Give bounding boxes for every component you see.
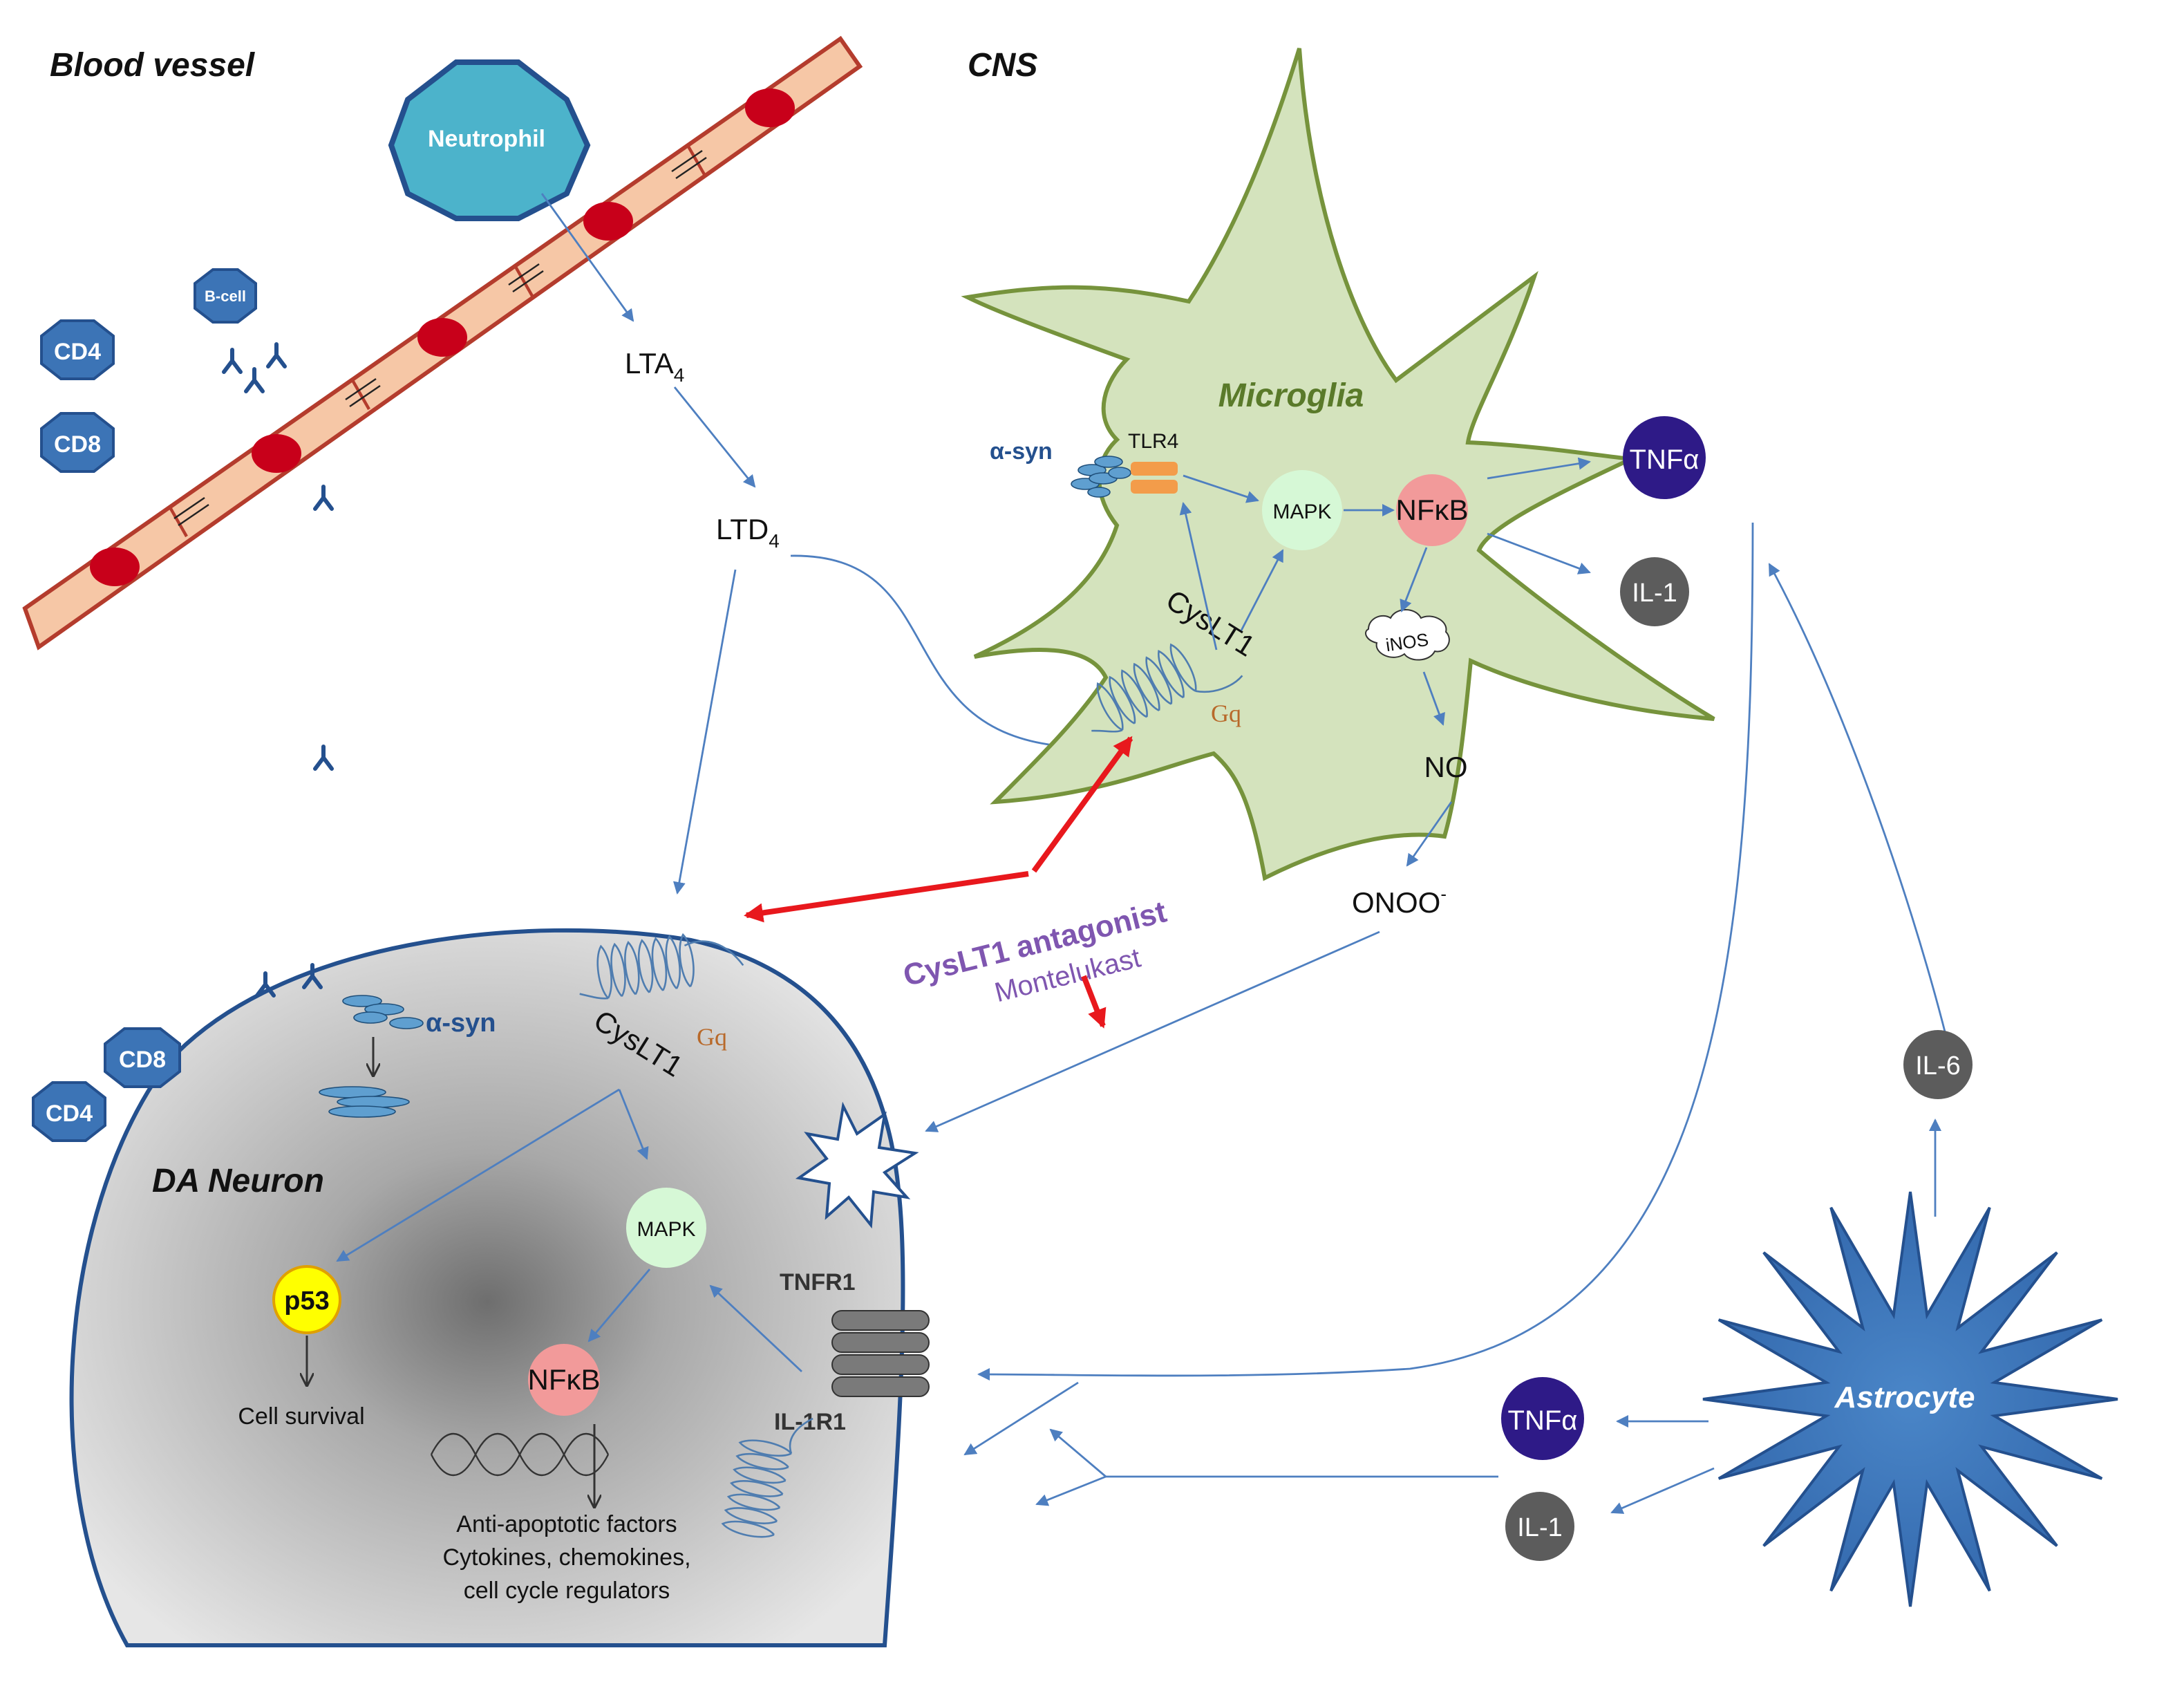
inhibition-arrow-microglia <box>1031 736 1133 873</box>
gq-label-neuron: Gq <box>697 1023 727 1051</box>
da-neuron-cell: DA Neuron <box>69 928 905 1647</box>
mapk-node-microglia: MAPK <box>1262 470 1342 550</box>
arrow-receptors-mapk <box>709 1284 802 1373</box>
nfkb-node-neuron: NFκB <box>528 1344 601 1416</box>
arrow-mapk-nfkb-neuron <box>587 1269 651 1342</box>
arrow-tlr4-mapk <box>1183 474 1259 503</box>
arrow-ltd4-microglia <box>790 554 1069 752</box>
onoo-label: ONOO- <box>1352 883 1447 919</box>
arrow-branch-a <box>1049 1428 1107 1478</box>
il1r1-receptor <box>720 1417 813 1542</box>
inhibition-arrow-down <box>1081 975 1107 1029</box>
alpha-syn-aggregate-icon-neuron <box>319 995 424 1118</box>
arrow-cyslt1-p53 <box>336 1088 620 1262</box>
arrow-cyslt1-mapk <box>1240 549 1284 631</box>
dna-icon <box>430 1433 610 1476</box>
arrow-astrocyte-il1 <box>1610 1467 1715 1514</box>
il1-node-microglia: IL-1 <box>1620 557 1689 626</box>
outcome-line-1: Anti-apoptotic factors <box>456 1511 677 1537</box>
tlr4-label: TLR4 <box>1128 430 1178 453</box>
outcome-line-2: Cytokines, chemokines, <box>442 1544 690 1571</box>
oxidative-damage-icon <box>795 1101 919 1229</box>
ltd4-label: LTD4 <box>716 513 780 552</box>
cd4-label: CD4 <box>54 339 101 365</box>
cd8-label: CD8 <box>54 431 101 458</box>
blood-vessel <box>22 35 863 651</box>
b-cell-label: B-cell <box>205 288 246 305</box>
tnfa-node-astrocyte: TNFα <box>1501 1377 1584 1460</box>
neutrophil-label: Neutrophil <box>428 126 545 152</box>
arrow-microglia-cytokines-to-neuron <box>977 522 1754 1381</box>
cd8-label-neuron: CD8 <box>119 1047 166 1073</box>
il1-label-astrocyte: IL-1 <box>1517 1513 1562 1542</box>
red-blood-cells <box>90 88 795 586</box>
tnfa-node-microglia: TNFα <box>1623 416 1706 499</box>
cd8-cell-blood: CD8 <box>40 412 115 473</box>
mapk-label-neuron: MAPK <box>637 1218 695 1241</box>
b-cell: B-cell <box>194 268 257 324</box>
nfkb-label-microglia: NFκB <box>1396 494 1469 526</box>
arrow-il6-to-microglia <box>1768 563 1948 1038</box>
il1-label-microglia: IL-1 <box>1632 579 1677 608</box>
tlr4-receptor <box>1131 462 1178 494</box>
arrow-cyslt1-mapk-neuron <box>618 1089 649 1160</box>
astrocyte-label: Astrocyte <box>1834 1381 1975 1414</box>
p53-node: p53 <box>272 1265 341 1334</box>
arrow-onoo-neuron <box>925 930 1380 1132</box>
cd4-label-neuron: CD4 <box>46 1101 93 1127</box>
alpha-syn-aggregate-icon <box>1071 456 1131 498</box>
il1r1-label: IL-1R1 <box>774 1409 846 1435</box>
outcome-line-3: cell cycle regulators <box>464 1578 670 1604</box>
neutrophil-cell: Neutrophil <box>388 59 591 221</box>
mapk-label-microglia: MAPK <box>1272 500 1331 523</box>
tnfa-label-microglia: TNFα <box>1630 445 1700 475</box>
il1-node-astrocyte: IL-1 <box>1505 1492 1574 1561</box>
cd8-cell-neuron: CD8 <box>104 1027 181 1088</box>
arrow-lta4-ltd4 <box>673 386 756 488</box>
alpha-syn-label-microglia: α-syn <box>990 438 1053 465</box>
cyslt1-antagonist-label: CysLT1 antagonist Montelukast <box>900 895 1170 1008</box>
alpha-syn-label-neuron: α-syn <box>426 1009 496 1038</box>
nfkb-label-neuron: NFκB <box>528 1363 601 1396</box>
cyslt1-receptor-neuron <box>579 933 744 1000</box>
inos-node: iNOS <box>1365 609 1450 661</box>
gq-label-microglia: Gq <box>1211 700 1241 727</box>
cell-survival-label: Cell survival <box>238 1403 364 1430</box>
il6-node: IL-6 <box>1903 1030 1973 1099</box>
microglia-cell: Microglia <box>961 48 1715 881</box>
astrocyte-cell: Astrocyte <box>1702 1191 2118 1607</box>
arrow-neutrophil-lta4 <box>540 193 634 322</box>
arrow-no-onoo <box>1406 801 1453 867</box>
nfkb-node-microglia: NFκB <box>1396 474 1469 546</box>
arrow-cyslt1-tlr4 <box>1179 502 1218 651</box>
arrow-ltd4-neuron <box>672 569 737 895</box>
arrow-nfkb-il1 <box>1487 532 1591 574</box>
arrow-branch-upper <box>963 1381 1079 1456</box>
da-neuron-label: DA Neuron <box>152 1163 324 1199</box>
gene-outcomes: Anti-apoptotic factors Cytokines, chemok… <box>442 1511 690 1604</box>
arrow-inos-no <box>1422 671 1445 726</box>
mapk-node-neuron: MAPK <box>626 1188 706 1268</box>
inhibition-arrow-neuron <box>744 871 1029 923</box>
arrow-branch-b <box>1035 1475 1107 1506</box>
blood-vessel-title: Blood vessel <box>50 47 256 84</box>
lta4-label: LTA4 <box>625 347 684 386</box>
tnfr1-label: TNFR1 <box>780 1269 856 1295</box>
microglia-label: Microglia <box>1218 377 1364 414</box>
cd4-cell-blood: CD4 <box>40 319 115 380</box>
cyslt1-receptor-microglia <box>1091 641 1243 734</box>
no-label: NO <box>1424 751 1468 783</box>
tnfr1-receptor <box>831 1310 930 1397</box>
il6-label: IL-6 <box>1915 1051 1960 1080</box>
cd4-cell-neuron: CD4 <box>32 1081 106 1142</box>
p53-label: p53 <box>284 1287 329 1316</box>
arrow-nfkb-inos <box>1400 547 1428 612</box>
arrow-nfkb-tnfa <box>1487 457 1591 480</box>
tnfa-label-astrocyte: TNFα <box>1508 1405 1578 1436</box>
cns-title: CNS <box>968 47 1037 84</box>
